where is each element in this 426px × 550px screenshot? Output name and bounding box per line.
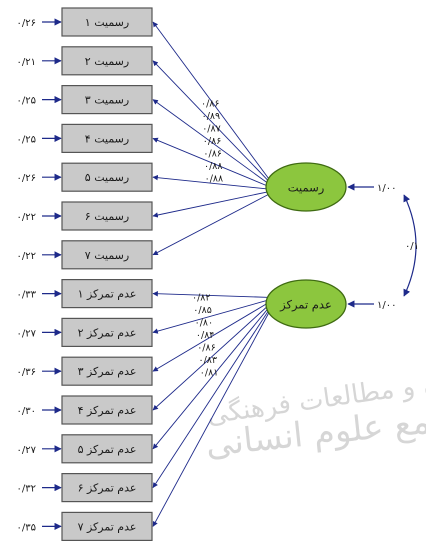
factor-variance-value: ۱/۰۰ [377,183,396,194]
indicator-box [61,434,153,464]
indicator-box [61,162,153,192]
latent-factor-label: رسمیت [288,181,325,196]
loading-value: ۰/۸۸ [205,174,224,185]
loading-value: ۰/۸۱ [200,368,219,379]
indicator-label: رسمیت ۳ [85,94,129,107]
latent-factor-label: عدم تمرکز [279,298,332,313]
error-variance-value: ۰/۲۶ [17,173,36,184]
loading-value: ۰/۸۷ [202,124,221,135]
loading-value: ۰/۸۴ [196,330,215,341]
indicator-label: عدم تمرکز ۳ [78,365,137,378]
loading-arrow [152,190,271,218]
loading-arrow [152,299,271,334]
indicator-box [61,240,153,270]
indicator-label: عدم تمرکز ۱ [78,288,137,301]
loading-value: ۰/۸۳ [199,355,218,366]
error-variance-value: ۰/۲۲ [17,212,36,223]
indicator-label: عدم تمرکز ۵ [78,443,137,456]
indicator-box [61,317,153,347]
loading-arrow [152,301,271,372]
error-variance-value: ۰/۲۱ [17,57,36,68]
error-variance-value: ۰/۳۲ [17,484,36,495]
indicator-box [61,84,153,115]
loading-arrow [152,308,271,489]
error-variance-value: ۰/۲۷ [17,445,37,456]
indicator-label: رسمیت ۲ [85,55,129,68]
indicator-box [61,46,153,76]
loading-value: ۰/۸۶ [203,136,222,147]
indicator-label: رسمیت ۴ [85,132,129,145]
factor-variance-value: ۱/۰۰ [377,300,396,311]
indicator-box [61,123,153,154]
indicator-label: رسمیت ۷ [85,249,129,262]
latent-factor-ellipse [265,162,347,212]
indicator-label: رسمیت ۱ [85,16,129,29]
correlation-arrow [403,194,417,297]
loading-arrow [152,60,271,183]
error-variance-value: ۰/۲۵ [17,134,36,145]
error-variance-value: ۰/۲۲ [17,251,36,262]
error-variance-value: ۰/۲۶ [17,18,36,29]
loading-arrow [152,305,271,450]
loading-value: ۰/۸۶ [203,149,222,160]
latent-factor-ellipse [265,279,347,329]
indicator-box [61,511,153,542]
indicator-label: رسمیت ۶ [85,210,129,223]
loading-arrow [152,291,271,298]
indicator-label: عدم تمرکز ۷ [78,520,137,533]
loading-value: ۰/۸۹ [202,111,221,122]
error-variance-value: ۰/۲۷ [17,328,37,339]
loading-arrow [152,99,271,186]
loading-arrow [152,310,271,527]
loading-arrow [152,175,271,190]
loading-arrow [152,193,271,256]
indicator-box [61,201,153,231]
loading-value: ۰/۸۰ [195,318,214,329]
indicator-box [61,356,153,386]
loading-value: ۰/۸۶ [201,99,220,110]
loading-arrow [152,303,271,411]
error-variance-value: ۰/۳۰ [17,406,36,417]
error-variance-value: ۰/۳۳ [17,290,37,301]
indicator-label: عدم تمرکز ۲ [78,326,137,339]
loading-value: ۰/۸۶ [197,343,216,354]
loading-value: ۰/۸۸ [204,161,223,172]
loading-value: ۰/۸۵ [193,305,212,316]
indicator-label: عدم تمرکز ۴ [78,404,137,417]
loading-arrow [152,21,271,181]
indicator-box [61,473,153,503]
indicator-box [61,7,153,37]
loading-arrow [152,137,271,188]
indicator-box [61,395,153,425]
error-variance-value: ۰/۳۵ [17,522,36,533]
correlation-value: ۰/۱ [405,241,419,252]
indicator-label: عدم تمرکز ۶ [78,482,137,495]
indicator-label: رسمیت ۵ [85,171,129,184]
loading-value: ۰/۸۲ [192,293,211,304]
error-variance-value: ۰/۲۵ [17,96,36,107]
indicator-box [61,279,153,309]
error-variance-value: ۰/۳۶ [17,367,36,378]
